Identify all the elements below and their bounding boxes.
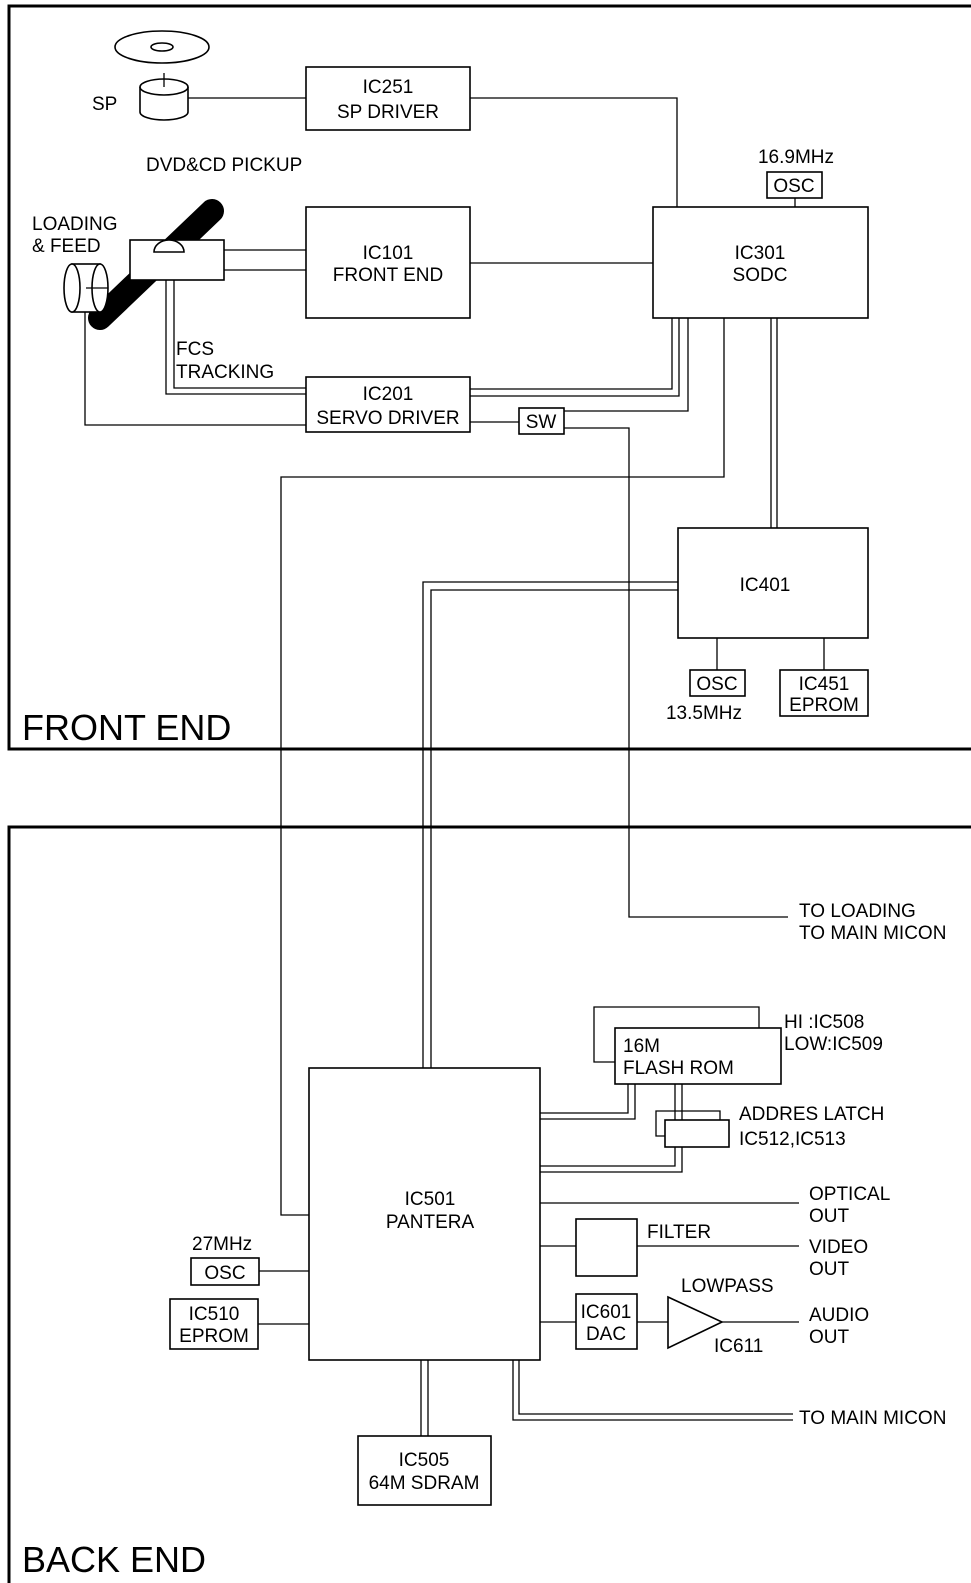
filter-block <box>575 1218 638 1277</box>
ic510-block: IC510 EPROM <box>169 1298 259 1350</box>
sw-block: SW <box>518 407 565 435</box>
svg-text:FRONT END: FRONT END <box>333 265 443 286</box>
svg-text:IC501: IC501 <box>405 1189 456 1210</box>
freq-13-5-label: 13.5MHz <box>666 703 742 724</box>
sp-label: SP <box>92 94 117 115</box>
disc-icon <box>114 30 210 64</box>
svg-text:IC505: IC505 <box>399 1450 450 1471</box>
svg-text:SP DRIVER: SP DRIVER <box>337 102 439 123</box>
back-end-wires <box>258 1084 799 1436</box>
ic401-block: IC401 <box>677 527 869 639</box>
svg-text:IC451: IC451 <box>799 674 850 695</box>
svg-text:FLASH ROM: FLASH ROM <box>623 1058 734 1079</box>
lowpass-amplifier-icon <box>667 1295 724 1350</box>
freq-16-9-label: 16.9MHz <box>758 147 834 168</box>
to-main-micon-label: TO MAIN MICON <box>799 1408 946 1429</box>
svg-text:IC401: IC401 <box>740 575 791 596</box>
addr-latch-label-2: IC512,IC513 <box>739 1129 846 1150</box>
svg-text:IC510: IC510 <box>189 1304 240 1325</box>
loading-motor-icon <box>63 263 109 313</box>
flash-hi-label: HI :IC508 <box>784 1012 864 1033</box>
ic501-block: IC501 PANTERA <box>308 1067 541 1361</box>
optical-out-label-2: OUT <box>809 1206 850 1227</box>
address-latch-block <box>655 1110 730 1148</box>
optical-out-label-1: OPTICAL <box>809 1184 890 1205</box>
flash-rom-block: 16M FLASH ROM <box>593 1006 782 1085</box>
svg-text:IC601: IC601 <box>581 1302 632 1323</box>
back-end-section: BACK END <box>7 825 971 1583</box>
svg-text:SW: SW <box>526 412 557 433</box>
svg-text:OSC: OSC <box>696 674 737 695</box>
audio-out-label-2: OUT <box>809 1327 850 1348</box>
loading-feed-label-1: LOADING <box>32 214 118 235</box>
video-out-label-2: OUT <box>809 1259 850 1280</box>
svg-text:IC301: IC301 <box>735 243 786 264</box>
svg-text:EPROM: EPROM <box>179 1326 249 1347</box>
osc-16-9-block: OSC <box>766 171 823 199</box>
svg-text:IC201: IC201 <box>363 384 414 405</box>
svg-text:OSC: OSC <box>204 1263 245 1284</box>
osc-27-block: OSC <box>190 1257 260 1286</box>
svg-text:OSC: OSC <box>773 176 814 197</box>
loading-feed-label-2: & FEED <box>32 236 101 257</box>
lowpass-label: LOWPASS <box>681 1276 774 1297</box>
ic101-block: IC101 FRONT END <box>305 206 471 319</box>
front-end-section: FRONT END <box>7 4 971 751</box>
svg-text:DAC: DAC <box>586 1324 626 1345</box>
spindle-motor-icon <box>139 73 189 121</box>
svg-text:16M: 16M <box>623 1036 660 1057</box>
addr-latch-label-1: ADDRES LATCH <box>739 1104 884 1125</box>
svg-text:64M SDRAM: 64M SDRAM <box>369 1473 480 1494</box>
audio-out-label-1: AUDIO <box>809 1305 869 1326</box>
pickup-head-icon <box>129 239 225 281</box>
svg-text:SODC: SODC <box>733 265 788 286</box>
filter-label: FILTER <box>647 1222 711 1243</box>
osc-13-5-block: OSC <box>689 669 746 697</box>
ic611-label: IC611 <box>714 1336 763 1357</box>
front-end-wires <box>84 97 825 1216</box>
tracking-label: TRACKING <box>176 362 274 383</box>
to-loading-label-1: TO LOADING <box>799 901 916 922</box>
svg-text:EPROM: EPROM <box>789 695 859 716</box>
svg-text:IC101: IC101 <box>363 243 414 264</box>
ic601-block: IC601 DAC <box>575 1293 638 1350</box>
flash-low-label: LOW:IC509 <box>784 1034 883 1055</box>
ic301-block: IC301 SODC <box>652 206 869 319</box>
ic251-block: IC251 SP DRIVER <box>305 66 471 131</box>
front-end-title: FRONT END <box>22 707 231 748</box>
video-out-label-1: VIDEO <box>809 1237 868 1258</box>
svg-text:SERVO DRIVER: SERVO DRIVER <box>316 408 459 429</box>
svg-text:IC251: IC251 <box>363 77 414 98</box>
to-loading-label-2: TO MAIN MICON <box>799 923 946 944</box>
fcs-label: FCS <box>176 339 214 360</box>
svg-text:PANTERA: PANTERA <box>386 1212 475 1233</box>
ic201-block: IC201 SERVO DRIVER <box>305 376 471 433</box>
freq-27-label: 27MHz <box>192 1234 252 1255</box>
ic505-block: IC505 64M SDRAM <box>357 1435 492 1506</box>
back-end-title: BACK END <box>22 1539 206 1580</box>
ic451-block: IC451 EPROM <box>779 669 869 717</box>
pickup-label: DVD&CD PICKUP <box>146 155 302 176</box>
